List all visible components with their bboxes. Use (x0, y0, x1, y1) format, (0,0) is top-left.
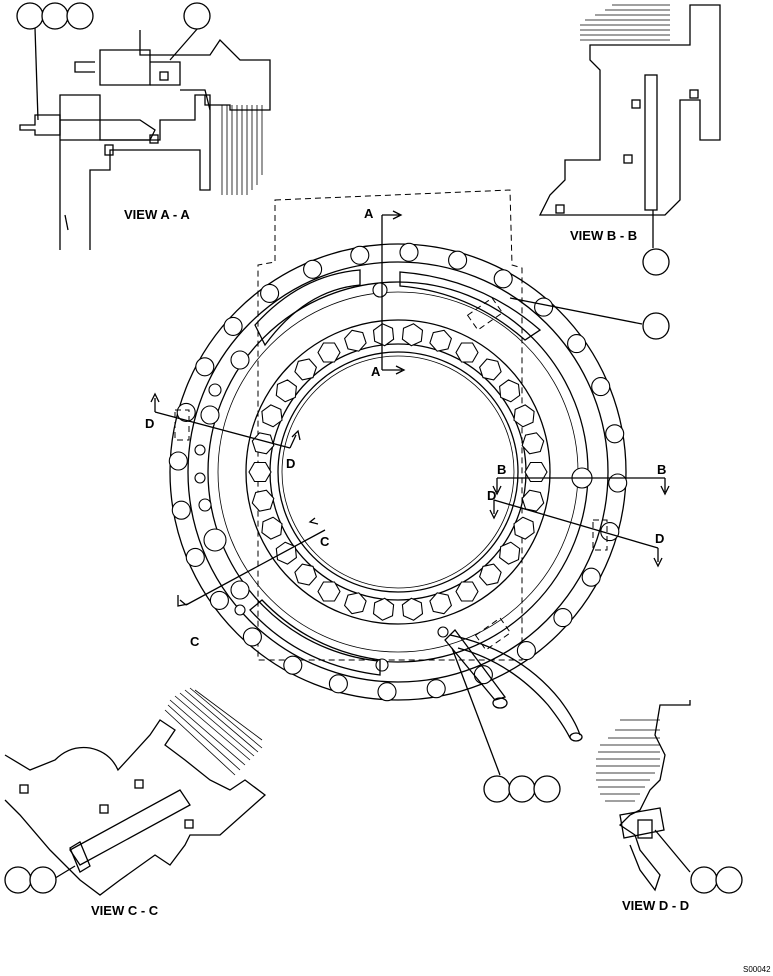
view-aa-detail (19, 27, 271, 250)
inner-hex-bolt (372, 323, 395, 347)
section-b-left-label: B (497, 462, 506, 477)
main-callout-right (642, 312, 670, 340)
outer-bolt (426, 679, 446, 699)
view-dd-detail (596, 700, 691, 892)
inner-hex-bolt (248, 461, 272, 483)
outer-bolt (553, 608, 573, 628)
outer-bolt (328, 674, 348, 694)
inner-hex-bolt (499, 379, 521, 403)
outer-bolt (534, 297, 554, 317)
inner-hex-bolt (372, 597, 395, 621)
inner-hex-bolt (401, 323, 424, 347)
section-b-right-label: B (657, 462, 666, 477)
outer-bolt (399, 242, 419, 262)
inner-hex-bolt (455, 342, 479, 363)
outer-bolt (242, 627, 262, 647)
inner-hex-bolt (524, 461, 548, 483)
outer-bolt (493, 269, 513, 289)
leader-line (451, 647, 501, 776)
view-dd-callouts (690, 866, 743, 894)
inner-hex-bolt (429, 592, 453, 615)
section-d-lower-left-label: D (286, 456, 295, 471)
inner-hex-bolt (251, 432, 275, 455)
inner-hex-bolt (343, 329, 367, 352)
outer-bolt (350, 245, 370, 265)
outer-bolt (176, 402, 196, 422)
drawing-code: S00042 (743, 965, 771, 974)
outer-bolt (168, 451, 188, 471)
outer-bolt (171, 500, 191, 520)
section-c-lower-label: C (190, 634, 200, 649)
outer-bolt (608, 473, 628, 493)
outer-bolt (581, 567, 601, 587)
outer-bolt (448, 250, 468, 270)
outer-bolt (377, 682, 397, 702)
inner-hex-bolt (317, 581, 341, 602)
outer-bolt (209, 590, 229, 610)
leader-line (509, 297, 643, 325)
main-callouts-bottom (483, 775, 561, 803)
inner-bolt-ring (248, 323, 548, 621)
inner-hex-bolt (499, 541, 521, 565)
section-lines (150, 210, 670, 607)
inner-hex-bolt (401, 597, 424, 621)
outer-bolt (605, 424, 625, 444)
inner-hex-bolt (521, 489, 545, 512)
section-c-upper-label: C (320, 534, 330, 549)
inner-hex-bolt (513, 404, 535, 428)
outer-bolt (567, 334, 587, 354)
main-ring-assembly (168, 189, 628, 742)
section-d-upper-left-label: D (145, 416, 154, 431)
inner-hex-bolt (251, 489, 275, 512)
view-bb-label: VIEW B - B (570, 228, 637, 243)
outer-bolt (185, 547, 205, 567)
view-dd-label: VIEW D - D (622, 898, 689, 913)
section-d-upper-right-label: D (487, 488, 496, 503)
view-bb-callout (642, 248, 670, 276)
outer-bolt (516, 641, 536, 661)
outer-bolt (283, 655, 303, 675)
inner-hex-bolt (343, 592, 367, 615)
inner-hex-bolt (513, 516, 535, 540)
view-bb-detail (538, 4, 721, 248)
view-cc-detail (4, 687, 267, 896)
inner-hex-bolt (455, 581, 479, 602)
outer-bolt-ring (168, 242, 628, 702)
inner-hex-bolt (261, 516, 283, 540)
outer-bolt (260, 283, 280, 303)
inner-hex-bolt (478, 563, 502, 586)
view-aa-label: VIEW A - A (124, 207, 190, 222)
view-aa-callouts (16, 2, 211, 30)
inner-hex-bolt (521, 432, 545, 455)
flange-holes (194, 282, 593, 672)
inner-hex-bolt (261, 404, 283, 428)
inner-hex-bolt (275, 379, 297, 403)
view-cc-label: VIEW C - C (91, 903, 159, 918)
outer-bolt (303, 259, 323, 279)
section-d-lower-right-label: D (655, 531, 664, 546)
inner-hex-bolt (294, 563, 318, 586)
inner-hex-bolt (478, 358, 502, 381)
inner-hex-bolt (429, 329, 453, 352)
inner-hex-bolt (275, 541, 297, 565)
outer-bolt (195, 357, 215, 377)
outer-bolt (591, 377, 611, 397)
inner-hex-bolt (294, 358, 318, 381)
section-a-top-label: A (364, 206, 374, 221)
inner-hex-bolt (317, 342, 341, 363)
view-cc-callouts (4, 866, 57, 894)
outer-bolt (223, 316, 243, 336)
section-a-bottom-label: A (371, 364, 381, 379)
hidden-outline (257, 189, 523, 661)
